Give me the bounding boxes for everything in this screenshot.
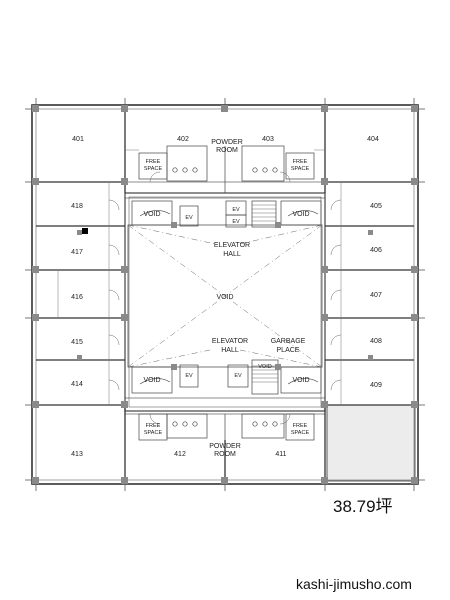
garbage-place-2: PLACE: [277, 347, 300, 354]
free-space-tr-2: SPACE: [291, 166, 310, 172]
ev-top-2: EV: [232, 207, 240, 213]
elevator-hall-top-1: ELEVATOR: [214, 242, 250, 249]
site-watermark: kashi-jimusho.com: [296, 576, 412, 592]
room-409: 409: [370, 382, 382, 389]
void-center: VOID: [216, 294, 233, 301]
free-space-tl-1: FREE: [146, 159, 161, 165]
room-406: 406: [370, 247, 382, 254]
garbage-place-1: GARBAGE: [271, 338, 306, 345]
powder-room-top-1: POWDER: [211, 139, 243, 146]
ev-top-3: EV: [232, 219, 240, 225]
free-space-bl-1: FREE: [146, 423, 161, 429]
powder-room-bottom-2: ROOM: [214, 451, 236, 458]
room-403: 403: [262, 136, 274, 143]
columns: [32, 105, 418, 484]
elevator-hall-bottom-2: HALL: [221, 347, 239, 354]
room-411: 411: [275, 451, 286, 458]
room-413: 413: [71, 451, 83, 458]
bottom-core: [131, 359, 322, 395]
free-space-tr-1: FREE: [293, 159, 308, 165]
core-labels: POWDER ROOM POWDER ROOM FREE SPACE FREE …: [143, 139, 309, 458]
room-414: 414: [71, 381, 83, 388]
room-407: 407: [370, 292, 382, 299]
ev-top-1: EV: [185, 215, 193, 221]
corridor-lines: [57, 149, 342, 405]
room-401: 401: [72, 136, 84, 143]
room-labels: 401 402 403 404 405 406 407 408 409 411 …: [71, 136, 382, 458]
room-417: 417: [71, 249, 83, 256]
highlighted-unit: [326, 404, 416, 482]
top-core: [131, 200, 322, 228]
void-stair-bottom: VOID: [258, 364, 271, 370]
room-415: 415: [71, 339, 83, 346]
free-space-br-1: FREE: [293, 423, 308, 429]
ev-bottom-1: EV: [185, 373, 193, 379]
atrium-void: [127, 224, 323, 368]
room-402: 402: [177, 136, 189, 143]
edge-ticks: [25, 98, 425, 491]
area-label: 38.79坪: [333, 497, 393, 516]
door-swings: [108, 171, 342, 425]
void-bottom-left: VOID: [143, 377, 160, 384]
powder-room-top-2: ROOM: [216, 147, 238, 154]
free-space-tl-2: SPACE: [144, 166, 163, 172]
void-top-right: VOID: [292, 211, 309, 218]
free-space-bl-2: SPACE: [144, 430, 163, 436]
void-bottom-right: VOID: [292, 377, 309, 384]
room-408: 408: [370, 338, 382, 345]
room-416: 416: [71, 294, 83, 301]
bottom-toilets: [138, 413, 315, 441]
powder-room-bottom-1: POWDER: [209, 443, 241, 450]
room-418: 418: [71, 203, 83, 210]
room-404: 404: [367, 136, 379, 143]
free-space-br-2: SPACE: [291, 430, 310, 436]
ev-bottom-2: EV: [234, 373, 242, 379]
elevator-hall-top-2: HALL: [223, 251, 241, 258]
top-toilets: [138, 145, 315, 193]
room-405: 405: [370, 203, 382, 210]
void-top-left: VOID: [143, 211, 160, 218]
partitions: [36, 109, 414, 480]
room-412: 412: [174, 451, 186, 458]
elevator-hall-bottom-1: ELEVATOR: [212, 338, 248, 345]
marker-square: [82, 228, 88, 234]
